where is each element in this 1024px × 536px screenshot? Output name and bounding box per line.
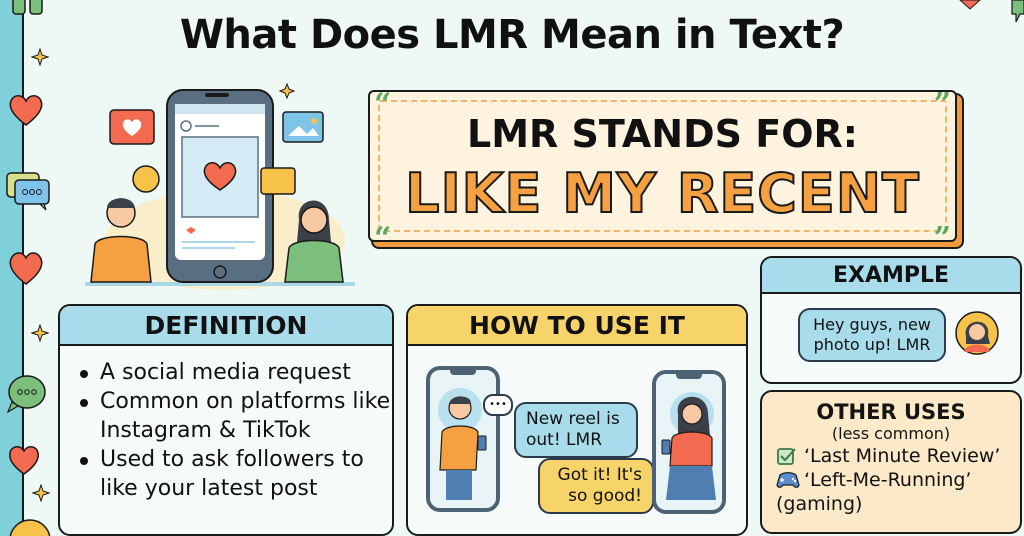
quote-marks-icon: [12, 0, 43, 15]
man-with-phone-illustration: [438, 388, 487, 500]
list-item: ‘Left-Me-Running’: [762, 468, 1020, 492]
heart-icon: [9, 95, 43, 126]
phone-notch: [676, 374, 702, 379]
heart-icon: [959, 0, 981, 10]
definition-card: DEFINITION A social media request Common…: [58, 304, 394, 536]
avatar: [955, 311, 999, 355]
sparkle-icon: [31, 48, 49, 66]
lmr-stands-for-banner: “ ” “ ” LMR STANDS FOR: LIKE MY RECENT: [368, 87, 957, 254]
definition-list: A social media request Common on platfor…: [60, 346, 392, 503]
example-heading: EXAMPLE: [762, 258, 1020, 294]
hero-illustration: [85, 80, 365, 290]
other-use-label: ‘Left-Me-Running’: [804, 469, 972, 491]
heart-icon: [9, 252, 43, 285]
other-use-note: (gaming): [776, 493, 863, 515]
gamepad-icon: [776, 472, 800, 488]
quote-close-icon: ”: [933, 87, 951, 122]
quote-open-icon: “: [374, 87, 392, 122]
definition-heading: DEFINITION: [60, 306, 392, 346]
heart-icon: [9, 446, 39, 475]
page-title: What Does LMR Mean in Text?: [179, 12, 845, 58]
sent-message-bubble: New reel is out! LMR: [514, 402, 638, 458]
example-message-bubble: Hey guys, new photo up! LMR: [798, 308, 946, 362]
woman-with-phone-illustration: [661, 392, 716, 500]
checkbox-icon: [777, 448, 796, 465]
list-item: Used to ask followers to like your lates…: [78, 445, 392, 503]
other-uses-heading: OTHER USES: [816, 400, 966, 424]
chat-bubble-icon: [6, 172, 50, 211]
other-use-label: ‘Last Minute Review’: [804, 445, 1001, 467]
banner-meaning: LIKE MY RECENT: [404, 161, 920, 226]
social-media-phone-illustration: [85, 82, 355, 290]
how-to-use-card: HOW TO USE IT ••• New reel is out! LMR G…: [406, 304, 748, 536]
sparkle-icon: [31, 324, 49, 342]
phone-receiver: [652, 370, 726, 514]
chat-bubble-icon: [1011, 0, 1024, 23]
banner-dashed-border: [378, 100, 947, 232]
quote-open-icon: “: [374, 221, 392, 256]
chat-bubble-icon: [6, 375, 46, 414]
list-item: A social media request: [78, 358, 392, 387]
list-item: Common on platforms like Instagram & Tik…: [78, 387, 392, 445]
example-card: EXAMPLE Hey guys, new photo up! LMR: [760, 256, 1022, 384]
sparkle-icon: [32, 484, 50, 502]
other-uses-card: OTHER USES (less common) ‘Last Minute Re…: [760, 390, 1022, 534]
phone-sender: [426, 366, 500, 512]
banner-heading: LMR STANDS FOR:: [467, 112, 858, 156]
phone-notch: [450, 370, 476, 375]
other-uses-subheading: (less common): [831, 424, 951, 443]
quote-bubble-icon: [9, 519, 51, 536]
list-item: ‘Last Minute Review’: [762, 444, 1020, 468]
quote-close-icon: ”: [933, 221, 951, 256]
typing-indicator: •••: [483, 394, 513, 416]
how-to-use-heading: HOW TO USE IT: [408, 306, 746, 346]
reply-message-bubble: Got it! It's so good!: [538, 458, 654, 514]
